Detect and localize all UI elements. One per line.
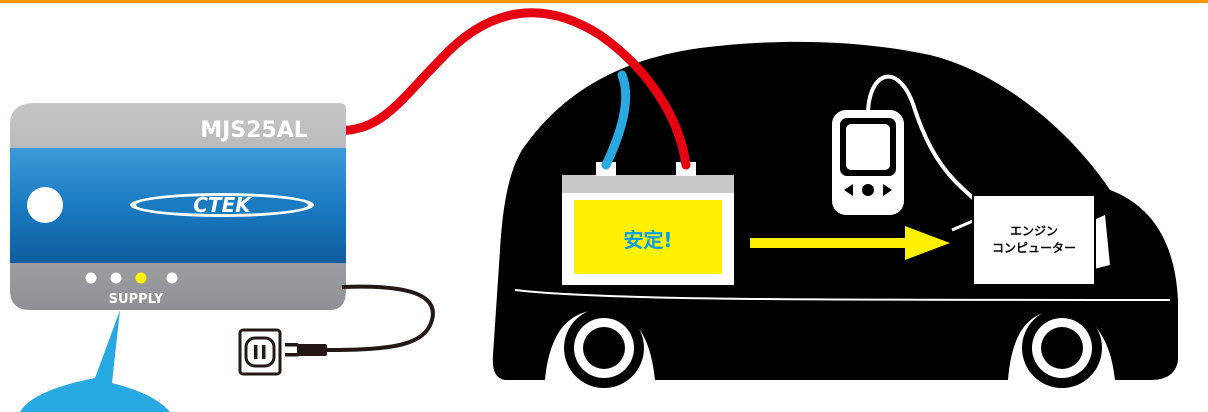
- charger: MJS25AL CTEK SUPPLY: [10, 103, 346, 310]
- led-4: [167, 273, 178, 284]
- led-supply-active: [136, 273, 147, 284]
- engine-computer-box: エンジン コンピューター: [973, 195, 1095, 285]
- rear-wheel: [1022, 308, 1102, 388]
- charger-model-label: MJS25AL: [200, 118, 308, 143]
- top-border: [0, 0, 1208, 3]
- battery: 安定!: [562, 162, 734, 285]
- led-1: [86, 273, 97, 284]
- ecu-label-line2: コンピューター: [992, 241, 1076, 255]
- charger-power-button: [27, 187, 63, 223]
- power-plug: [285, 343, 327, 357]
- wall-outlet-icon: [240, 330, 280, 374]
- ctek-logo-text: CTEK: [193, 193, 252, 217]
- supply-label: SUPPLY: [109, 292, 164, 307]
- scanner-device: [832, 110, 904, 215]
- front-wheel: [564, 308, 644, 388]
- callout-bubble: [20, 310, 170, 412]
- ecu-label-line1: エンジン: [1010, 224, 1058, 238]
- battery-status-text: 安定!: [623, 228, 672, 252]
- led-2: [111, 273, 122, 284]
- ctek-logo: CTEK: [130, 193, 314, 217]
